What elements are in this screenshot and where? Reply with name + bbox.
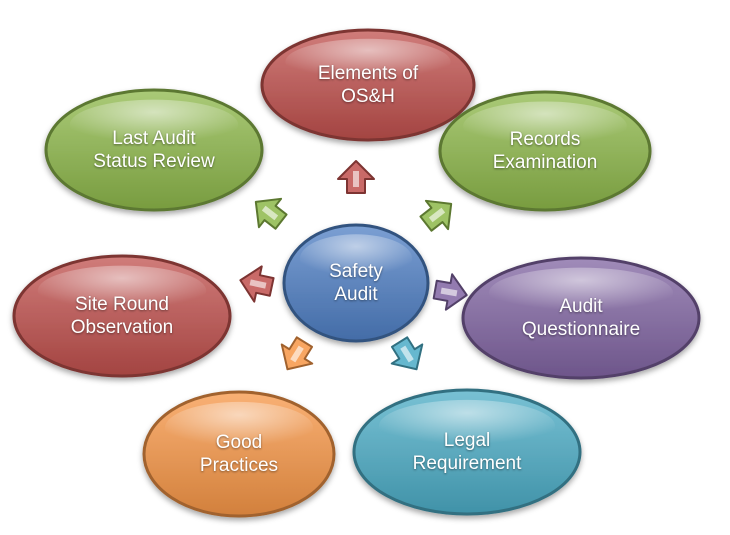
node-elements-osh-gloss: [285, 38, 451, 85]
arrow-site-round-observation: [239, 265, 275, 303]
node-last-audit-status-review: [44, 88, 264, 212]
node-site-round-observation: [12, 254, 232, 378]
arrow-good-practices: [280, 336, 314, 371]
node-good-practices-gloss: [164, 401, 314, 454]
node-legal-requirement: [352, 388, 582, 516]
node-elements-osh: [260, 28, 476, 142]
arrow-legal-requirement: [390, 336, 424, 371]
node-site-round-observation-gloss: [37, 265, 207, 316]
node-records-examination-gloss: [463, 101, 627, 151]
arrows-layer: [239, 160, 468, 371]
ellipses-layer: [12, 28, 701, 518]
center-node-gloss: [299, 234, 413, 283]
arrow-audit-questionnaire: [432, 273, 468, 311]
node-good-practices: [142, 390, 336, 518]
arrow-records-examination: [419, 199, 453, 232]
arrow-elements-osh: [337, 160, 375, 194]
node-legal-requirement-gloss: [378, 399, 556, 452]
node-last-audit-status-review-gloss: [69, 99, 239, 150]
node-audit-questionnaire: [461, 256, 701, 380]
node-records-examination: [438, 90, 652, 212]
arrow-last-audit-status-review: [254, 197, 288, 230]
node-audit-questionnaire-gloss: [488, 267, 674, 318]
center-node: [282, 223, 430, 343]
